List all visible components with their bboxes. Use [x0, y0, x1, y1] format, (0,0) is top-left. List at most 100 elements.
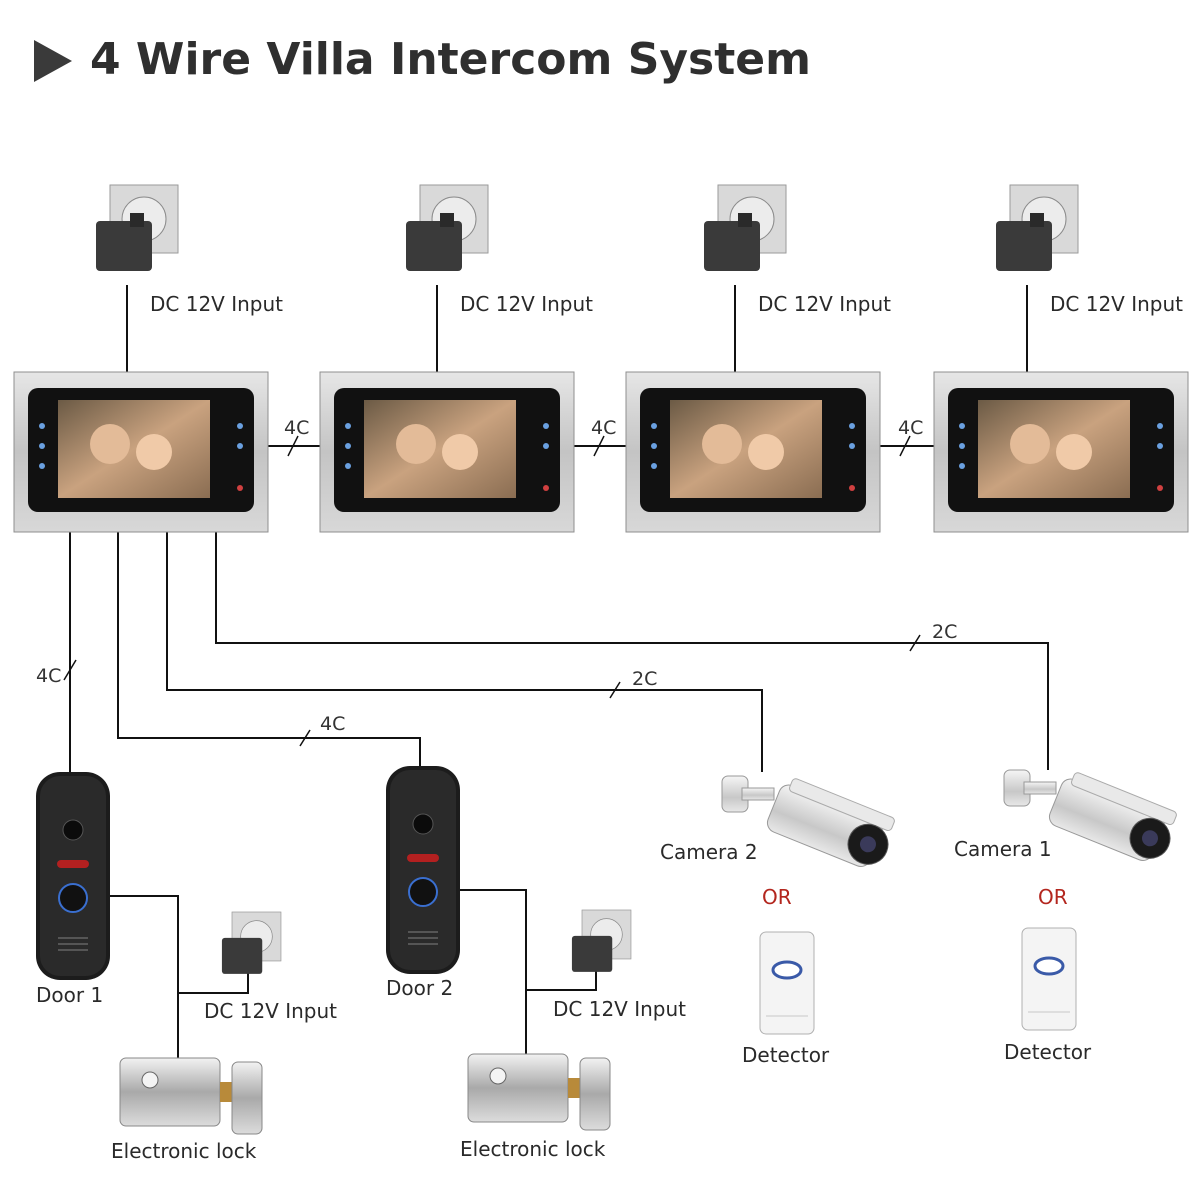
lock-body	[467, 1053, 569, 1123]
tick-camera2	[609, 681, 621, 699]
face-icon	[442, 434, 478, 470]
adapter-body	[704, 221, 760, 271]
door2-wire	[117, 532, 421, 768]
wire-label-door1: 4C	[36, 665, 61, 687]
door2-power-label: DC 12V Input	[553, 997, 686, 1021]
lock-label-2: Electronic lock	[460, 1137, 606, 1161]
camera-2	[721, 775, 895, 868]
monitor-2	[319, 371, 575, 533]
door1-lock-wire-a	[108, 895, 179, 1060]
camera2-or: OR	[762, 885, 792, 909]
detector-lens-icon	[1033, 956, 1065, 976]
adapter-body	[406, 221, 462, 271]
wire-label-camera2: 2C	[632, 668, 657, 690]
speaker-grille-icon	[408, 931, 438, 945]
adapter-body	[221, 937, 263, 974]
door-power-adapter-2	[571, 909, 632, 972]
power-label-3: DC 12V Input	[758, 292, 891, 316]
keyhole-icon	[141, 1071, 159, 1089]
detector-2	[759, 931, 815, 1035]
camera2-wire	[166, 532, 763, 772]
tick-link-3	[899, 435, 911, 457]
tick-door1	[63, 659, 77, 681]
led-strip	[57, 860, 89, 868]
wire-label-link-3: 4C	[898, 417, 923, 439]
power-label-1: DC 12V Input	[150, 292, 283, 316]
face-icon	[702, 424, 742, 464]
power-adapter-3	[704, 184, 787, 271]
face-icon	[136, 434, 172, 470]
detector-1	[1021, 927, 1077, 1031]
monitor-screen	[364, 400, 516, 498]
tick-link-1	[287, 435, 299, 457]
camera1-wire	[215, 532, 1049, 770]
detector-label-2: Detector	[742, 1043, 830, 1067]
monitor-buttons	[345, 423, 549, 491]
detector-lens-icon	[771, 960, 803, 980]
detector-label-1: Detector	[1004, 1040, 1092, 1064]
camera-arm	[1023, 781, 1057, 795]
wire-label-door2: 4C	[320, 713, 345, 735]
camera-1	[1003, 769, 1177, 862]
lock-label-1: Electronic lock	[111, 1139, 257, 1163]
power-adapter-1	[96, 184, 179, 271]
camera-arm	[741, 787, 775, 801]
lock-strike	[579, 1057, 611, 1131]
monitor-1	[13, 371, 269, 533]
door1-power-label: DC 12V Input	[204, 999, 337, 1023]
adapter-body	[96, 221, 152, 271]
door-label-2: Door 2	[386, 976, 453, 1000]
monitor-buttons	[959, 423, 1163, 491]
electronic-lock-1	[119, 1057, 263, 1135]
call-button-icon	[58, 883, 88, 913]
camera-label-2: Camera 2	[660, 840, 758, 864]
monitor-buttons	[39, 423, 243, 491]
door-station-1	[36, 772, 110, 980]
door-label-1: Door 1	[36, 983, 103, 1007]
keyhole-icon	[489, 1067, 507, 1085]
door-station-2	[386, 766, 460, 974]
detector-body	[1021, 927, 1077, 1031]
lock-bolt	[568, 1078, 580, 1098]
power-label-2: DC 12V Input	[460, 292, 593, 316]
monitor-screen	[58, 400, 210, 498]
power-adapter-4	[996, 184, 1079, 271]
lock-body	[119, 1057, 221, 1127]
lock-bolt	[220, 1082, 232, 1102]
call-button-icon	[408, 877, 438, 907]
monitor-screen	[670, 400, 822, 498]
face-icon	[748, 434, 784, 470]
tick-door2	[299, 729, 311, 747]
wire-label-link-2: 4C	[591, 417, 616, 439]
title-arrow-icon	[34, 40, 72, 82]
monitor-buttons	[651, 423, 855, 491]
camera-label-1: Camera 1	[954, 837, 1052, 861]
wiring	[63, 285, 1049, 1060]
face-icon	[1010, 424, 1050, 464]
wire-label-camera1: 2C	[932, 621, 957, 643]
monitor-4	[933, 371, 1189, 533]
power-label-4: DC 12V Input	[1050, 292, 1183, 316]
camera-lens-icon	[62, 819, 84, 841]
power-adapter-2	[406, 184, 489, 271]
camera-hood	[1071, 772, 1177, 826]
detector-body	[759, 931, 815, 1035]
tick-link-2	[593, 435, 605, 457]
wire-label-link-1: 4C	[284, 417, 309, 439]
page-title: 4 Wire Villa Intercom System	[90, 34, 811, 85]
adapter-body	[996, 221, 1052, 271]
speaker-grille-icon	[58, 937, 88, 951]
electronic-lock-2	[467, 1053, 611, 1131]
door2-lock-wire-a	[458, 889, 527, 1058]
face-icon	[1056, 434, 1092, 470]
door-power-adapter-1	[221, 911, 282, 974]
camera-hood	[789, 778, 895, 832]
monitor-3	[625, 371, 881, 533]
camera-lens-icon	[412, 813, 434, 835]
face-icon	[396, 424, 436, 464]
lock-strike	[231, 1061, 263, 1135]
tick-camera1	[909, 634, 921, 652]
title-block: 4 Wire Villa Intercom System	[34, 34, 811, 85]
camera1-or: OR	[1038, 885, 1068, 909]
